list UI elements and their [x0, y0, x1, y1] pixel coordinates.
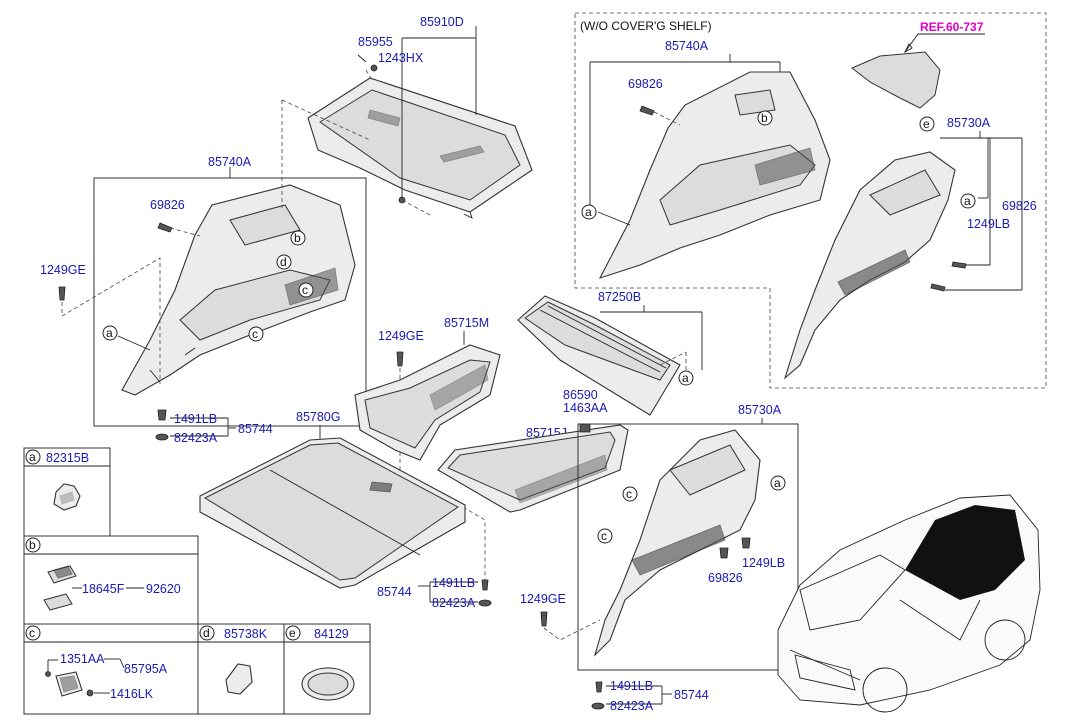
label-1491LB-mid: 1491LB — [432, 576, 475, 590]
legend-e-letter: e — [289, 626, 296, 640]
callout-c: c — [626, 487, 632, 501]
legend-e-circle — [285, 625, 301, 641]
legend-a-letter: a — [29, 450, 36, 464]
legend-table — [23, 447, 371, 715]
legend-a-part: 82315B — [46, 451, 89, 465]
label-69826-right: 69826 — [628, 77, 663, 91]
callout-a: a — [774, 476, 781, 490]
label-85780G: 85780G — [296, 410, 340, 424]
rear-transverse-trim — [517, 295, 681, 416]
luggage-tray-upper — [354, 344, 501, 461]
legend-c-letter: c — [29, 626, 35, 640]
label-69826-top: 69826 — [1002, 199, 1037, 213]
cover-85795A-icon — [45, 671, 94, 697]
label-85730A-top: 85730A — [947, 116, 991, 130]
label-85744-mid: 85744 — [377, 585, 412, 599]
legend-b-part2: 92620 — [146, 582, 181, 596]
callout-a: a — [682, 371, 689, 385]
legend-c-part2: 85795A — [124, 662, 168, 676]
legend-d-letter: d — [203, 626, 210, 640]
cap-85738K-icon — [225, 663, 253, 695]
plug-84129-icon — [301, 667, 355, 701]
right-quarter-trim-lower-top — [783, 151, 956, 380]
legend-a-circle — [25, 449, 41, 465]
callout-b: b — [294, 231, 301, 245]
luggage-tray-lower — [437, 424, 629, 513]
label-1491LB-left: 1491LB — [174, 412, 217, 426]
label-87250B: 87250B — [598, 290, 641, 304]
legend-d-part: 85738K — [224, 627, 268, 641]
label-85740A-right: 85740A — [665, 39, 709, 53]
label-85744-bot: 85744 — [674, 688, 709, 702]
right-quarter-trim-panel-wo-shelf — [598, 71, 831, 279]
callout-a: a — [585, 205, 592, 219]
vehicle-location-thumbnail — [777, 494, 1041, 713]
wo-covering-shelf-box — [574, 12, 1047, 389]
label-85740A-left: 85740A — [208, 155, 252, 169]
callout-c: c — [302, 283, 308, 297]
callout-c: c — [601, 529, 607, 543]
legend-e-part: 84129 — [314, 627, 349, 641]
ref-body-panel — [851, 51, 941, 109]
label-82423A-bot: 82423A — [610, 699, 654, 713]
legend-b-part1: 18645F — [82, 582, 125, 596]
lower-right-trim-box — [577, 423, 799, 671]
legend-d-circle — [199, 625, 215, 641]
label-1243HX: 1243HX — [378, 51, 424, 65]
callout-a: a — [106, 326, 113, 340]
legend-b-letter: b — [29, 538, 36, 552]
label-1249GE-bot: 1249GE — [520, 592, 566, 606]
lamp-assembly-icon — [43, 565, 77, 611]
label-85730A-bot: 85730A — [738, 403, 782, 417]
label-1463AA: 1463AA — [563, 401, 608, 415]
luggage-covering-board — [199, 437, 466, 589]
label-86590: 86590 — [563, 388, 598, 402]
legend-b-circle — [25, 537, 41, 553]
package-tray-cover — [307, 77, 533, 219]
label-1249GE-left: 1249GE — [40, 263, 86, 277]
label-85955: 85955 — [358, 35, 393, 49]
callout-a: a — [964, 194, 971, 208]
clip-82315B-icon — [53, 483, 81, 511]
legend-c-part3: 1416LK — [110, 687, 154, 701]
label-85744-left: 85744 — [238, 422, 273, 436]
callout-e: e — [923, 117, 930, 131]
label-1249LB-bot: 1249LB — [742, 556, 785, 570]
label-69826-bot: 69826 — [708, 571, 743, 585]
callout-c: c — [252, 327, 258, 341]
legend-c-circle — [25, 625, 41, 641]
shelf-note: (W/O COVER'G SHELF) — [580, 19, 712, 33]
legend-c-part1: 1351AA — [60, 652, 105, 666]
label-1249GE-mid: 1249GE — [378, 329, 424, 343]
left-quarter-trim-panel — [121, 184, 356, 396]
label-1491LB-bot: 1491LB — [610, 679, 653, 693]
label-85910D: 85910D — [420, 15, 464, 29]
ref-label: REF.60-737 — [920, 20, 984, 34]
label-85715M: 85715M — [444, 316, 489, 330]
label-82423A-mid: 82423A — [432, 596, 476, 610]
label-82423A-left: 82423A — [174, 431, 218, 445]
label-69826-left: 69826 — [150, 198, 185, 212]
callout-d: d — [280, 255, 287, 269]
right-quarter-trim-lower-bottom — [593, 429, 761, 657]
callout-b: b — [761, 111, 768, 125]
label-1249LB-top: 1249LB — [967, 217, 1010, 231]
